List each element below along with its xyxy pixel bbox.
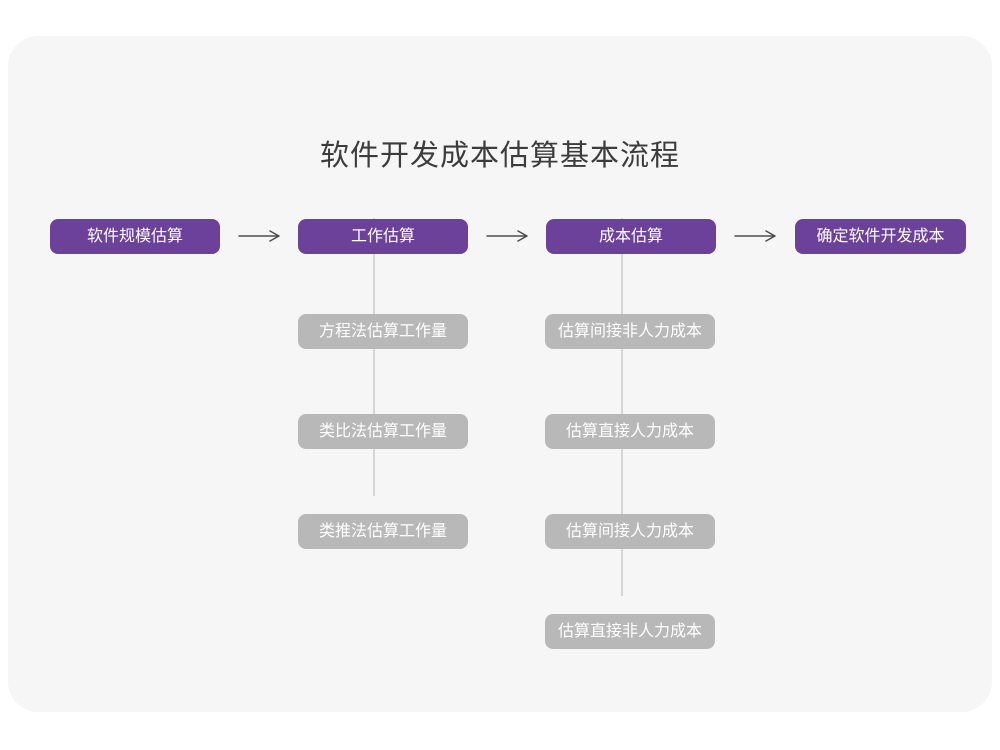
diagram-title: 软件开发成本估算基本流程 (319, 140, 680, 172)
cost-direct-nonlabor: 估算直接非人力成本 (545, 614, 715, 649)
stage-software-size-estimation: 软件规模估算 (50, 219, 220, 254)
right-arrow-icon (238, 230, 280, 242)
work-estimation-connector-line (373, 218, 375, 496)
cost-indirect-nonlabor: 估算间接非人力成本 (545, 314, 715, 349)
flowchart-card: 软件开发成本估算基本流程 软件规模估算 工作估算 成本估算 确定软件开发成本 方… (8, 36, 992, 712)
stage-work-estimation: 工作估算 (298, 219, 468, 254)
method-analogy-workload: 类比法估算工作量 (298, 414, 468, 449)
cost-estimation-connector-line (621, 218, 623, 596)
stage-cost-estimation: 成本估算 (546, 219, 716, 254)
cost-indirect-labor: 估算间接人力成本 (545, 514, 715, 549)
right-arrow-icon (486, 230, 528, 242)
stage-determine-development-cost: 确定软件开发成本 (795, 219, 966, 254)
cost-direct-labor: 估算直接人力成本 (545, 414, 715, 449)
right-arrow-icon (734, 230, 776, 242)
method-extrapolation-workload: 类推法估算工作量 (298, 514, 468, 549)
method-equation-workload: 方程法估算工作量 (298, 314, 468, 349)
